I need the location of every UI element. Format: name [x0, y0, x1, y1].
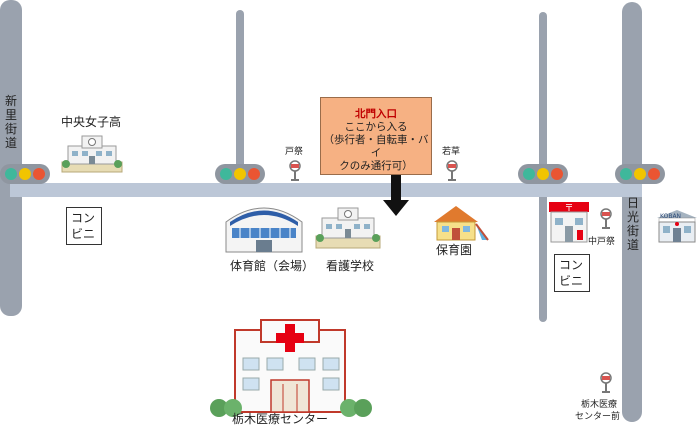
road-label-shinsato: 新里街道 [4, 94, 17, 150]
road-west-side [236, 10, 244, 170]
convenience-store-east: コンビニ [554, 254, 590, 292]
label-nursery: 保育園 [436, 243, 473, 257]
label-central-girls-high: 中央女子高 [61, 115, 122, 129]
bus-stop-icon [600, 372, 612, 393]
police-box-icon [657, 210, 697, 243]
north-gate-callout: 北門入口 ここから入る （歩行者・自転車・バイ クのみ通行可） [320, 97, 432, 175]
traffic-signal-icon [215, 164, 265, 184]
road-shinsato [0, 0, 22, 316]
bus-stop-icon [446, 160, 458, 181]
north-gate-title: 北門入口 [355, 108, 397, 120]
bus-stop-label-wakakusa: 若草 [442, 147, 461, 157]
bus-stop-label-tobukuro: 戸祭 [285, 147, 304, 157]
road-main-horizontal [10, 183, 642, 197]
bus-stop-label-iryo-center-1: 栃木医療 [581, 400, 618, 410]
post-office-icon: 〒 [549, 202, 589, 243]
label-hospital: 栃木医療センター [232, 412, 329, 426]
convenience-store-west: コンビニ [66, 207, 102, 245]
bus-stop-icon [289, 160, 301, 181]
north-gate-line-2: （歩行者・自転車・バイ [323, 134, 429, 159]
north-gate-line-1: ここから入る [344, 121, 408, 133]
label-koban: KOBAN [660, 213, 682, 220]
bus-stop-icon [600, 208, 612, 229]
down-arrow-icon [383, 175, 409, 216]
road-nikko [622, 2, 642, 422]
roads [0, 0, 642, 422]
traffic-signal-icon [518, 164, 568, 184]
bus-stop-label-iryo-center-2: センター前 [575, 412, 621, 422]
hospital-icon [210, 319, 372, 417]
traffic-signal-icon [0, 164, 50, 184]
label-nursing-school: 看護学校 [326, 259, 375, 273]
school-building-icon [315, 207, 381, 249]
road-label-nikko: 日光街道 [626, 196, 639, 252]
label-gymnasium: 体育館（会場） [230, 259, 315, 273]
school-building-icon [61, 135, 123, 173]
traffic-signal-icon [615, 164, 665, 184]
gymnasium-icon [225, 207, 303, 253]
bus-stop-label-nakatobukuro: 中戸祭 [588, 237, 616, 247]
north-gate-line-3: クのみ通行可） [339, 160, 413, 172]
nursery-building-icon [434, 206, 489, 241]
svg-text:〒: 〒 [564, 204, 573, 214]
